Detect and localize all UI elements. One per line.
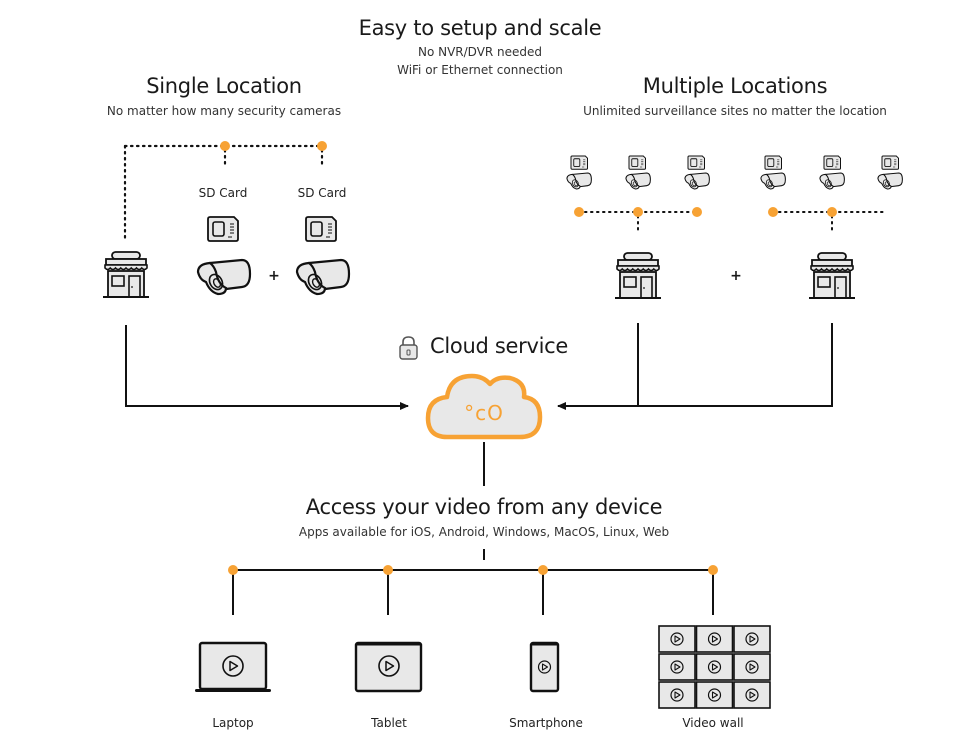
sd-card-icon (628, 155, 646, 170)
sd-card-icon (207, 216, 239, 242)
camera-icon (295, 258, 351, 296)
single-location-network (123, 141, 327, 242)
connection-node (228, 565, 238, 575)
camera-icon (760, 172, 786, 190)
sd-card-icon (305, 216, 337, 242)
access-subtitle: Apps available for iOS, Android, Windows… (298, 525, 670, 539)
video-wall-screen (695, 625, 734, 653)
video-wall-screen (658, 681, 696, 709)
camera-icon (819, 172, 845, 190)
connection-node (708, 565, 718, 575)
cloud-logo: °cO (464, 401, 504, 425)
smartphone-icon (529, 641, 560, 693)
camera-icon (566, 172, 592, 190)
multi-site-2 (760, 155, 903, 299)
cloud-connectors (125, 323, 833, 560)
multiple-locations-title: Multiple Locations (642, 74, 828, 98)
camera-icon (196, 258, 252, 296)
video-wall-screen (733, 653, 771, 681)
sd-card-label: SD Card (297, 186, 347, 200)
plus-sign: + (730, 268, 742, 284)
video-wall-screen (733, 681, 771, 709)
lock-icon (399, 336, 418, 360)
video-wall-screen (658, 625, 696, 653)
sd-card-icon (687, 155, 705, 170)
connection-node (633, 207, 643, 217)
store-icon (614, 252, 662, 299)
cloud-service-title: Cloud service (430, 334, 568, 358)
sd-card-icon (764, 155, 782, 170)
header-line-1: No NVR/DVR needed (417, 45, 543, 59)
connection-node (538, 565, 548, 575)
device-label-tablet: Tablet (371, 716, 407, 730)
video-wall-icon (658, 625, 771, 709)
multiple-locations-subtitle: Unlimited surveillance sites no matter t… (583, 104, 887, 118)
single-location-subtitle: No matter how many security cameras (106, 104, 342, 118)
page-title: Easy to setup and scale (358, 16, 602, 40)
connection-node (827, 207, 837, 217)
plus-sign: + (268, 268, 280, 284)
sd-card-icon (823, 155, 841, 170)
camera-icon (877, 172, 903, 190)
camera-icon (625, 172, 651, 190)
tablet-icon (354, 641, 423, 693)
connection-node (220, 141, 230, 151)
video-wall-screen (695, 681, 734, 709)
store-icon (102, 251, 150, 298)
access-title: Access your video from any device (305, 495, 663, 519)
store-icon (808, 252, 856, 299)
cloud-service-icon (425, 373, 543, 440)
device-bus (228, 565, 718, 615)
multi-site-1 (566, 155, 710, 299)
single-location-title: Single Location (146, 74, 302, 98)
connection-node (317, 141, 327, 151)
video-wall-screen (695, 653, 734, 681)
camera-icon (684, 172, 710, 190)
connection-node (383, 565, 393, 575)
laptop-icon (195, 641, 271, 692)
device-label-video-wall: Video wall (682, 716, 744, 730)
connection-node (768, 207, 778, 217)
video-wall-screen (733, 625, 771, 653)
connection-node (692, 207, 702, 217)
connection-node (574, 207, 584, 217)
header-line-2: WiFi or Ethernet connection (397, 63, 563, 77)
sd-card-icon (881, 155, 899, 170)
sd-card-label: SD Card (198, 186, 248, 200)
device-label-laptop: Laptop (212, 716, 254, 730)
sd-card-icon (570, 155, 588, 170)
video-wall-screen (658, 653, 696, 681)
device-label-smartphone: Smartphone (509, 716, 583, 730)
